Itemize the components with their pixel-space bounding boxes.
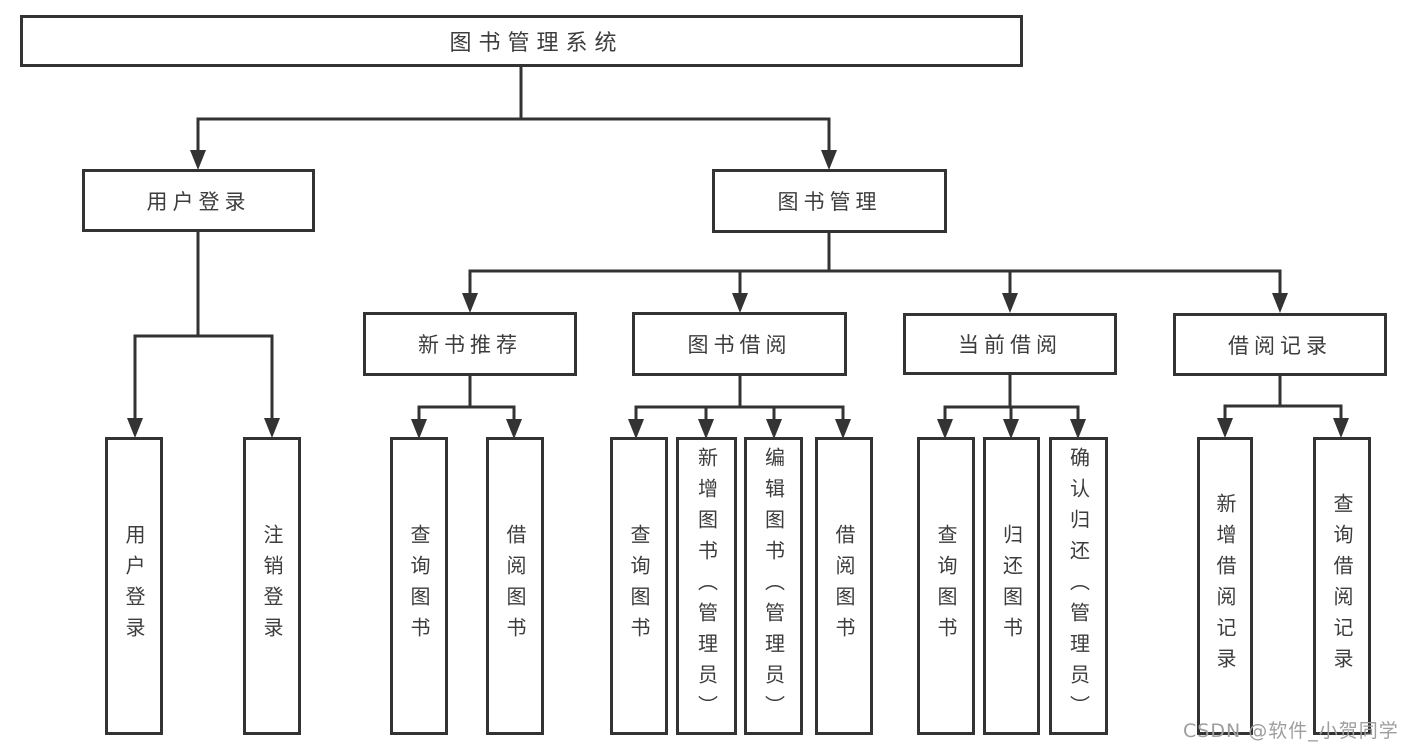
arrowhead-icon	[462, 293, 478, 313]
leaf-return-book: 归还图书	[983, 437, 1040, 735]
leaf-query-borrow-record-label: 查询借阅记录	[1330, 493, 1354, 679]
arrowhead-icon	[1272, 293, 1288, 313]
leaf-add-book-admin-label: 新增图书（管理员）	[694, 446, 719, 726]
arrowhead-icon	[766, 419, 782, 439]
arrowhead-icon	[1333, 418, 1349, 438]
leaf-query-books-3-label: 查询图书	[934, 524, 958, 648]
arrowhead-icon	[1002, 293, 1018, 313]
arrowhead-icon	[732, 293, 748, 313]
node-borrowing-records-label: 借阅记录	[1228, 333, 1332, 358]
node-current-borrowing-label: 当前借阅	[958, 333, 1062, 357]
leaf-borrow-books-2: 借阅图书	[815, 437, 873, 735]
node-new-book-recommend: 新书推荐	[363, 312, 577, 376]
node-book-borrowing: 图书借阅	[632, 312, 847, 376]
leaf-user-login: 用户登录	[105, 437, 163, 735]
arrowhead-icon	[506, 419, 522, 439]
leaf-query-books-1: 查询图书	[390, 437, 448, 735]
leaf-return-book-label: 归还图书	[999, 524, 1024, 648]
leaf-confirm-return-admin-label: 确认归还（管理员）	[1066, 446, 1091, 726]
node-book-borrowing-label: 图书借阅	[687, 333, 792, 357]
arrowhead-icon	[411, 419, 427, 439]
node-current-borrowing: 当前借阅	[903, 313, 1117, 375]
leaf-add-borrow-record-label: 新增借阅记录	[1213, 493, 1237, 679]
node-library-system-label: 图书管理系统	[449, 31, 624, 56]
leaf-add-borrow-record: 新增借阅记录	[1197, 437, 1253, 735]
connector-book-borrow-children	[628, 374, 851, 439]
leaf-user-login-label: 用户登录	[122, 524, 146, 648]
arrowhead-icon	[835, 419, 851, 439]
node-user-login: 用户登录	[82, 169, 315, 232]
arrowhead-icon	[264, 418, 280, 438]
node-user-login-label: 用户登录	[146, 189, 251, 214]
connector-new-books-children	[411, 374, 522, 439]
arrowhead-icon	[937, 419, 953, 439]
leaf-borrow-books-1: 借阅图书	[486, 437, 544, 735]
leaf-logout-label: 注销登录	[260, 524, 284, 648]
node-new-book-recommend-label: 新书推荐	[418, 333, 522, 357]
connector-user-login-children	[127, 230, 280, 438]
csdn-watermark: CSDN @软件_小贺同学	[1183, 720, 1399, 742]
node-book-management: 图书管理	[712, 169, 947, 233]
leaf-query-books-2: 查询图书	[610, 437, 668, 735]
leaf-borrow-books-1-label: 借阅图书	[503, 524, 527, 648]
arrowhead-icon	[821, 150, 837, 170]
arrowhead-icon	[698, 419, 714, 439]
arrowhead-icon	[1003, 419, 1019, 439]
arrowhead-icon	[127, 418, 143, 438]
leaf-logout: 注销登录	[243, 437, 301, 735]
leaf-query-borrow-record: 查询借阅记录	[1313, 437, 1371, 735]
node-library-system: 图书管理系统	[20, 15, 1023, 67]
leaf-query-books-3: 查询图书	[917, 437, 975, 735]
leaf-borrow-books-2-label: 借阅图书	[832, 524, 856, 648]
arrowhead-icon	[1217, 418, 1233, 438]
leaf-edit-book-admin-label: 编辑图书（管理员）	[761, 446, 786, 726]
leaf-query-books-2-label: 查询图书	[627, 524, 651, 648]
leaf-query-books-1-label: 查询图书	[407, 524, 431, 648]
connector-book-mgmt-to-level3	[462, 231, 1288, 313]
node-book-management-label: 图书管理	[777, 190, 882, 214]
connector-root-to-level2	[190, 65, 837, 170]
arrowhead-icon	[1070, 419, 1086, 439]
connector-current-borrow-children	[937, 373, 1086, 439]
leaf-add-book-admin: 新增图书（管理员）	[676, 437, 737, 735]
leaf-confirm-return-admin: 确认归还（管理员）	[1049, 437, 1108, 735]
leaf-edit-book-admin: 编辑图书（管理员）	[744, 437, 803, 735]
node-borrowing-records: 借阅记录	[1173, 313, 1387, 376]
arrowhead-icon	[628, 419, 644, 439]
arrowhead-icon	[190, 150, 206, 170]
connector-borrow-records-children	[1217, 374, 1349, 438]
